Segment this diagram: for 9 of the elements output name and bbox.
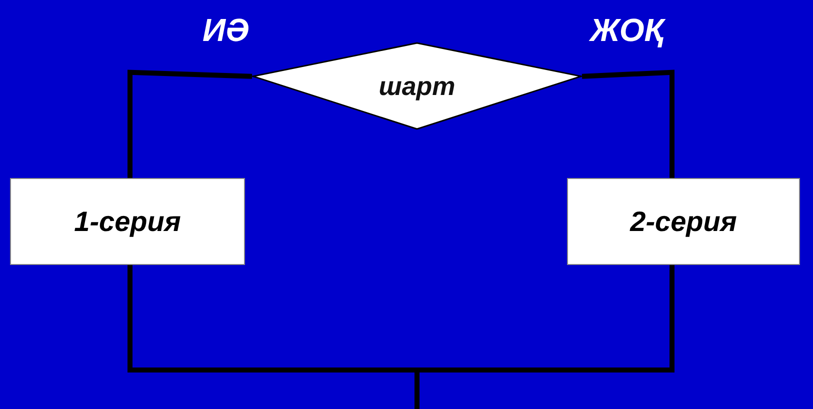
- condition-text: шарт: [378, 70, 456, 102]
- edge-label: ЖОҚ: [590, 11, 664, 50]
- edge-label: ИӘ: [202, 11, 250, 50]
- process-text: 1-серия: [74, 204, 181, 239]
- connector-line: [128, 70, 252, 178]
- process-text: 2-серия: [630, 204, 737, 239]
- process-box: [10, 178, 245, 265]
- connector-line: [582, 70, 674, 178]
- process-box: [567, 178, 800, 265]
